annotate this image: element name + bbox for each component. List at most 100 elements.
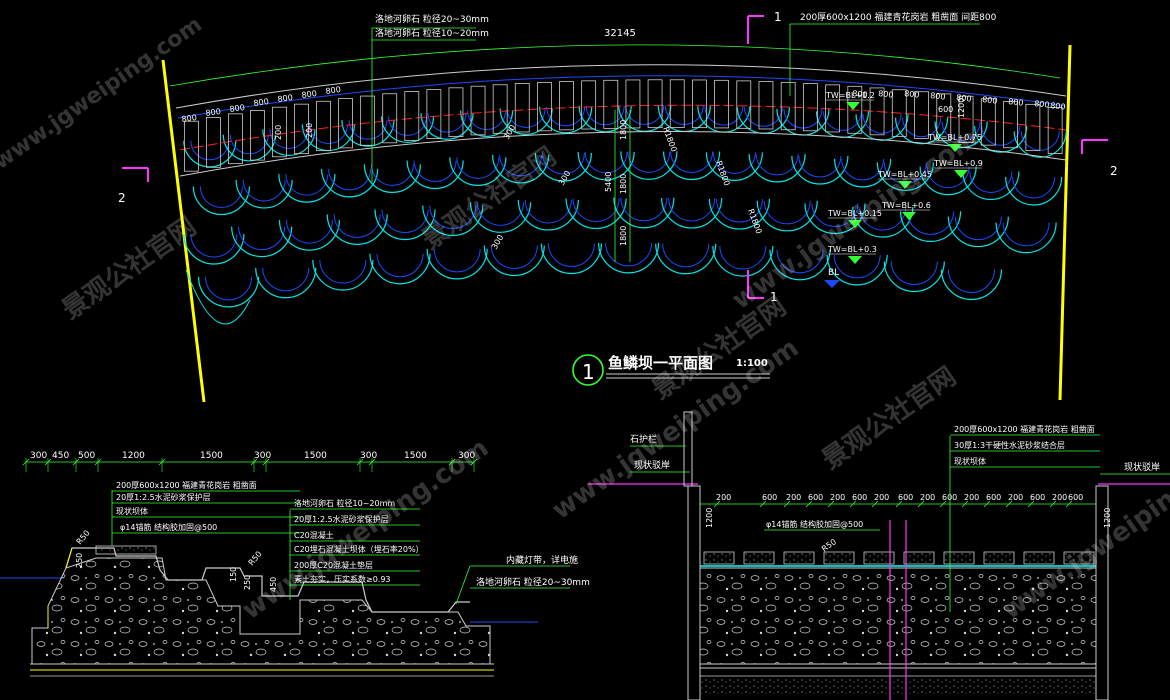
scale-arc-inner xyxy=(413,160,457,183)
note-paving: 200厚600x1200 福建青花岗岩 粗凿面 间距800 xyxy=(800,11,997,23)
paving-block xyxy=(492,84,508,134)
s1-callout-right-text: 洛地河卵石 粒径10~20mm xyxy=(294,498,395,508)
scale-arc-outer xyxy=(1005,176,1063,206)
scale-arc-inner xyxy=(907,211,955,235)
plan-scale: 1:100 xyxy=(736,358,768,369)
s1-v250-a: 250 xyxy=(75,553,84,568)
scale-arc-outer xyxy=(369,253,431,285)
s2-dim-tick xyxy=(713,500,721,508)
s1-dim-text: 300 xyxy=(458,451,475,461)
segment-dim: 800 xyxy=(1008,97,1024,108)
paving-blocks xyxy=(184,79,1063,172)
level-marker xyxy=(848,256,862,264)
scale-arc-inner xyxy=(783,109,823,129)
scale-arc-outer xyxy=(197,276,260,308)
paving-block xyxy=(1047,107,1063,154)
paving-block xyxy=(559,81,574,131)
s2-dim-tick xyxy=(1027,500,1035,508)
s1-note-pebble: 洛地河卵石 粒径20~30mm xyxy=(476,576,590,588)
scale-arc-outer xyxy=(406,160,464,190)
dim-1800-b: 1800 xyxy=(619,174,628,194)
scale-arc-outer xyxy=(422,205,484,236)
level-marker xyxy=(846,102,860,110)
s1-yellow-edge xyxy=(47,547,73,628)
s2-paving-block xyxy=(703,551,735,565)
scale-arc-inner xyxy=(199,186,243,208)
s2-dim-tick xyxy=(917,500,925,508)
scale-arc-outer xyxy=(834,158,892,188)
dim-1800-c: 1800 xyxy=(619,226,628,246)
paving-block xyxy=(780,82,796,131)
s2-dim-tick xyxy=(1005,500,1013,508)
s2-paving-block xyxy=(943,551,975,565)
scale-arc-outer xyxy=(769,249,831,281)
s2-h1200-a: 1200 xyxy=(705,508,714,528)
section-marker-1-bottom: 1 xyxy=(747,270,778,304)
s2-dim-tick xyxy=(961,500,969,508)
s2-paving-block xyxy=(823,551,855,565)
paving-block xyxy=(514,83,530,133)
s2-dam-fill xyxy=(699,567,1097,665)
scale-arc-outer xyxy=(565,198,627,229)
s1-dim-text: 300 xyxy=(30,451,47,461)
s2-dim-tick xyxy=(759,500,767,508)
scale-arc-inner xyxy=(719,246,767,270)
level-text: TW=BL+0.15 xyxy=(827,209,882,218)
s2-dim-text: 600 xyxy=(852,493,867,502)
paving-block xyxy=(825,84,840,133)
paving-block xyxy=(294,103,309,155)
s2-label-guardrail: 石护栏 xyxy=(630,433,657,445)
scale-arc-outer xyxy=(374,209,436,241)
s2-dim-text: 600 xyxy=(898,493,913,502)
segment-dim: 800 xyxy=(205,107,221,118)
scale-arc-inner xyxy=(1012,176,1056,199)
paving-block xyxy=(1003,101,1018,149)
radius-3: R1800 xyxy=(746,208,763,235)
scale-arc-inner xyxy=(433,248,481,273)
level-marker xyxy=(902,212,916,220)
scale-arc-outer xyxy=(278,174,336,203)
scale-arc-outer xyxy=(597,242,660,274)
scale-arc-outer xyxy=(974,126,1028,153)
svg-text:2: 2 xyxy=(1110,164,1118,178)
segment-dim: 800 xyxy=(1034,99,1050,110)
s2-dim-text: 600 xyxy=(1030,493,1045,502)
scale-arc-outer xyxy=(235,179,293,209)
scale-arc-outer xyxy=(183,233,245,265)
svg-text:1: 1 xyxy=(770,290,778,304)
s2-dim-text: 200 xyxy=(786,493,801,502)
scale-arc-outer xyxy=(899,211,962,242)
scale-arc-inner xyxy=(262,267,310,292)
dim-200-b: 200 xyxy=(305,123,314,138)
scale-arc-inner xyxy=(348,120,388,140)
paving-block xyxy=(736,80,752,129)
scale-arc-outer xyxy=(876,162,934,192)
dam-outer-curve xyxy=(175,64,1067,109)
scale-arc-outer xyxy=(321,168,379,198)
s1-cap-stone xyxy=(95,545,157,555)
s2-dim-tick xyxy=(827,500,835,508)
scale-arc-outer xyxy=(312,260,374,291)
s1-callout-text: 200厚600x1200 福建青花岗岩 粗凿面 xyxy=(116,480,257,490)
paving-block xyxy=(958,95,974,144)
scale-arc-inner xyxy=(456,157,500,179)
level-marker xyxy=(848,220,862,228)
section-marker-2-left: 2 xyxy=(118,167,149,205)
level-text: TW=BL+0.6 xyxy=(881,201,931,210)
paving-block xyxy=(647,79,663,129)
scale-arc-inner xyxy=(811,203,859,227)
s1-dam-body xyxy=(31,557,491,665)
s2-dim-tick xyxy=(983,500,991,508)
paving-block xyxy=(338,98,353,149)
scale-arc-inner xyxy=(328,168,372,191)
s1-v450: 450 xyxy=(269,577,278,592)
paving-block xyxy=(448,87,464,137)
scale-arc-outer xyxy=(995,222,1057,254)
level-text: TW=BL+0.75 xyxy=(927,133,982,142)
segment-dim: 800 xyxy=(852,89,868,100)
s2-dim-text: 200 xyxy=(874,493,889,502)
segment-dim: 800 xyxy=(181,113,197,124)
level-marker xyxy=(954,170,968,178)
